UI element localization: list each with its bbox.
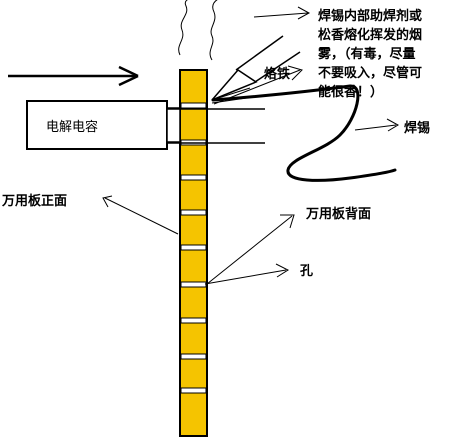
smoke-squiggle-icon: [178, 0, 188, 56]
annotation-arrows: [102, 6, 400, 285]
board-pad: [180, 209, 207, 216]
smoke-note-line: 焊锡内部助焊剂或: [318, 8, 422, 24]
board-pad: [180, 244, 207, 251]
board-pad: [180, 387, 207, 394]
capacitor-stub: [166, 107, 181, 143]
board-back-label: 万用板背面: [305, 206, 371, 222]
board-pad: [180, 353, 207, 360]
solder-label: 焊锡: [404, 120, 430, 136]
hole-label: 孔: [300, 264, 313, 279]
smoke-squiggle-icon: [209, 0, 218, 61]
soldering-iron-icon: [211, 35, 301, 104]
solder-wire-icon: [211, 84, 397, 182]
board-pad: [180, 174, 207, 181]
capacitor: 电解电容: [26, 100, 181, 150]
board-pad: [180, 281, 207, 288]
smoke-note: 焊锡内部助焊剂或 松香熔化挥发的烟 雾，（有毒，尽量 不要吸入，尽管可 能很香！…: [317, 8, 422, 100]
smoke-note-line: 能很香！）: [318, 84, 383, 100]
right-arrow-icon: [8, 65, 139, 87]
perfboard-strip: [179, 69, 208, 437]
smoke-note-line: 雾，（有毒，尽量: [317, 46, 416, 62]
smoke-note-line: 松香熔化挥发的烟: [318, 27, 422, 43]
board-front-label: 万用板正面: [1, 193, 67, 209]
capacitor-label: 电解电容: [46, 119, 98, 135]
board-pad: [180, 102, 207, 109]
smoke-note-line: 不要吸入，尽管可: [318, 65, 422, 81]
iron-label: 烙铁: [264, 66, 290, 82]
board-pad: [180, 317, 207, 324]
perfboard-body: [179, 69, 208, 437]
